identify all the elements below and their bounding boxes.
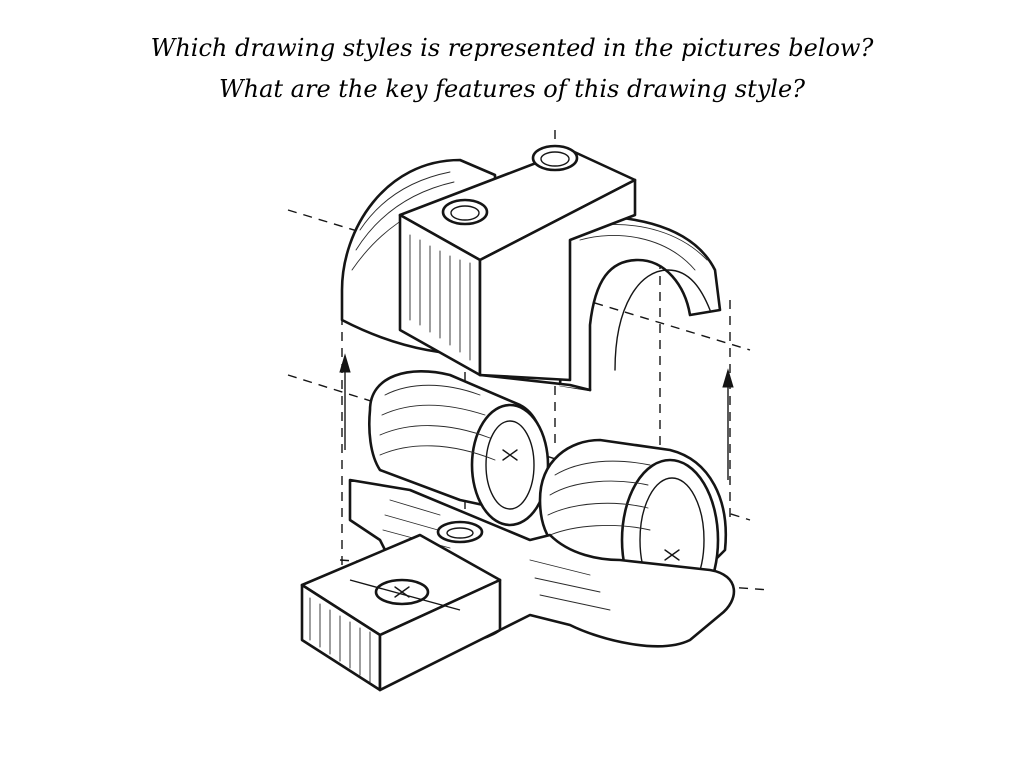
base-center-hole [436, 520, 484, 544]
question-line-1: Which drawing styles is represented in t… [150, 34, 874, 62]
arrow-head-left [339, 353, 351, 373]
exploded-bearing-sketch [270, 120, 770, 710]
left-bushing [368, 370, 550, 527]
cap-right-arch [558, 213, 722, 392]
bearing-base [300, 478, 736, 692]
question-line-2: What are the key features of this drawin… [218, 75, 806, 103]
arrow-head-right [722, 368, 734, 388]
left-bushing-face [470, 403, 550, 527]
upper-bearing-cap [340, 144, 722, 392]
base-foot-side [378, 578, 502, 692]
